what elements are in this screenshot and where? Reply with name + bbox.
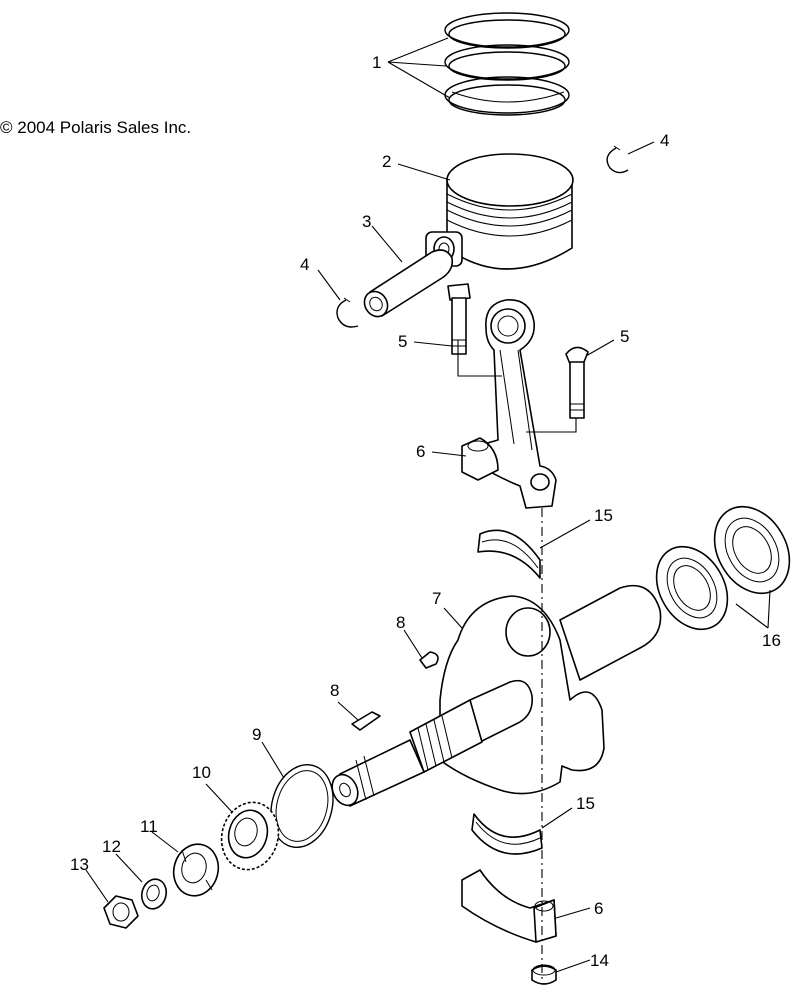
assembly-lines	[457, 340, 577, 980]
crankshaft	[331, 584, 662, 807]
woodruff-key-upper	[419, 651, 439, 669]
rod-bearing-lower	[471, 813, 543, 855]
callout-4-right: 4	[660, 131, 669, 150]
rod-bolt-right	[565, 346, 589, 419]
circlip-right	[606, 145, 629, 174]
callout-12: 12	[102, 837, 121, 856]
callout-9: 9	[252, 725, 261, 744]
washer	[140, 878, 168, 910]
piston-rings	[444, 12, 570, 116]
callout-1: 1	[372, 53, 381, 72]
callout-11: 11	[140, 817, 158, 836]
crank-nut	[103, 895, 139, 929]
leader-lines	[85, 37, 771, 973]
callout-10: 10	[192, 763, 211, 782]
callout-7: 7	[432, 589, 441, 608]
rod-nut	[531, 964, 557, 985]
callout-2: 2	[382, 152, 391, 171]
callout-15-upper: 15	[594, 506, 613, 525]
callout-6-lower: 6	[594, 899, 603, 918]
sprocket-gear	[220, 801, 280, 871]
circlip-left	[336, 297, 359, 328]
callout-8-lower: 8	[330, 681, 339, 700]
collar	[172, 843, 220, 897]
callout-13: 13	[70, 855, 89, 874]
callout-6-upper: 6	[416, 442, 425, 461]
callout-5-right: 5	[620, 327, 629, 346]
rod-bearing-upper	[477, 529, 541, 579]
main-bearings	[655, 505, 791, 631]
copyright-text: © 2004 Polaris Sales Inc.	[0, 118, 192, 137]
callout-14: 14	[590, 951, 609, 970]
callout-3: 3	[362, 212, 371, 231]
seal-ring	[270, 763, 334, 849]
rod-cap-lower	[461, 869, 557, 943]
callout-15-lower: 15	[576, 794, 595, 813]
rod-bolt-left	[447, 283, 471, 355]
callout-8-upper: 8	[396, 613, 405, 632]
callout-5-left: 5	[398, 332, 407, 351]
rod-cap-upper	[461, 437, 499, 481]
wrist-pin	[363, 249, 454, 318]
woodruff-key-lower	[351, 711, 381, 731]
callout-16: 16	[762, 631, 781, 650]
callout-labels: 1 2 3 4 4 5 5 6 6 7 8 8 9 10 11 12 13 14…	[70, 53, 781, 970]
callout-4-left: 4	[300, 255, 309, 274]
